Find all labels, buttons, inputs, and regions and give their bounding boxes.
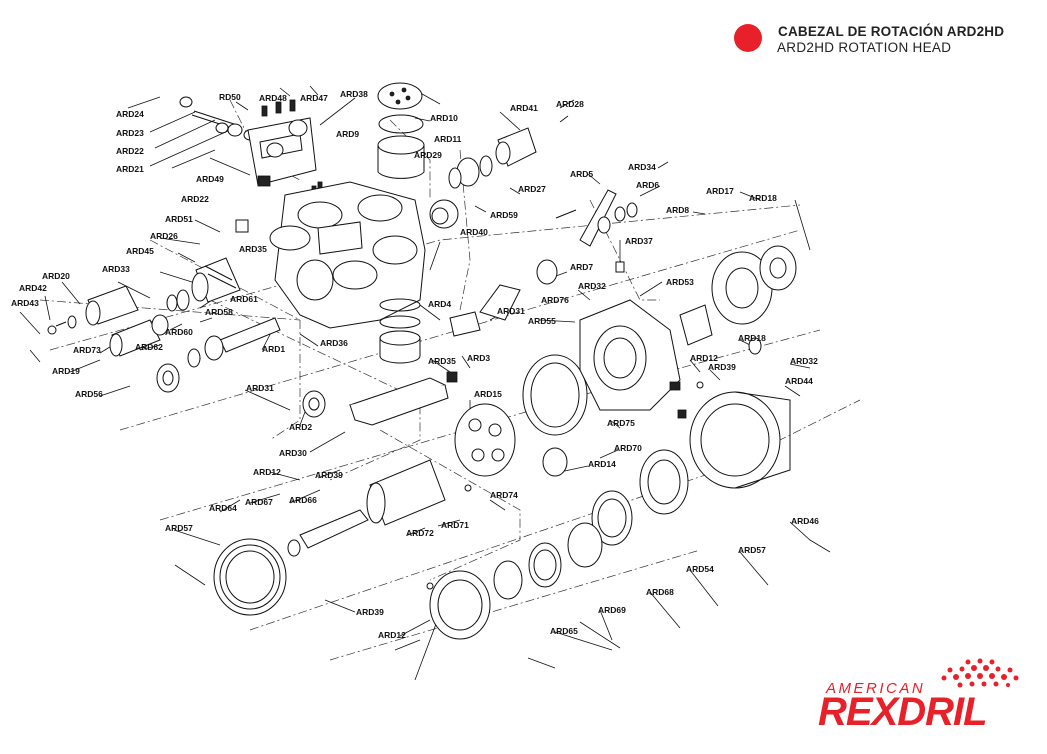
part-label: ARD1 bbox=[262, 344, 285, 354]
part-label: ARD20 bbox=[42, 271, 70, 281]
part-label: ARD35 bbox=[239, 244, 267, 254]
part-label: ARD17 bbox=[706, 186, 734, 196]
part-label: ARD34 bbox=[628, 162, 656, 172]
part-label: ARD39 bbox=[356, 607, 384, 617]
part-label: ARD9 bbox=[336, 129, 359, 139]
part-label: ARD76 bbox=[541, 295, 569, 305]
part-label: ARD5 bbox=[570, 169, 593, 179]
part-label: ARD35 bbox=[428, 356, 456, 366]
part-label: ARD8 bbox=[666, 205, 689, 215]
part-label: ARD19 bbox=[52, 366, 80, 376]
logo-rexdril-text: REXDRIL bbox=[818, 690, 988, 734]
part-label: ARD42 bbox=[19, 283, 47, 293]
part-label: ARD73 bbox=[73, 345, 101, 355]
part-label: ARD18 bbox=[738, 333, 766, 343]
part-label: ARD53 bbox=[666, 277, 694, 287]
part-label: ARD14 bbox=[588, 459, 616, 469]
part-label: ARD61 bbox=[230, 294, 258, 304]
logo-american-text: AMERICAN bbox=[826, 680, 926, 697]
part-label: ARD71 bbox=[441, 520, 469, 530]
part-label: ARD24 bbox=[116, 109, 144, 119]
part-label: ARD57 bbox=[738, 545, 766, 555]
part-label: ARD26 bbox=[150, 231, 178, 241]
part-label: ARD2 bbox=[289, 422, 312, 432]
part-label: ARD21 bbox=[116, 164, 144, 174]
part-label: ARD60 bbox=[165, 327, 193, 337]
part-label: ARD65 bbox=[550, 626, 578, 636]
part-label: ARD74 bbox=[490, 490, 518, 500]
part-label: ARD72 bbox=[406, 528, 434, 538]
logo-dots bbox=[941, 658, 1019, 688]
part-label: ARD7 bbox=[570, 262, 593, 272]
part-label: ARD27 bbox=[518, 184, 546, 194]
part-label: ARD30 bbox=[279, 448, 307, 458]
header-subtitle: ARD2HD ROTATION HEAD bbox=[777, 40, 952, 55]
part-label: ARD31 bbox=[497, 306, 525, 316]
header-red-dot bbox=[734, 24, 762, 52]
part-label: ARD57 bbox=[165, 523, 193, 533]
part-label: ARD56 bbox=[75, 389, 103, 399]
part-label: ARD55 bbox=[528, 316, 556, 326]
part-label: ARD70 bbox=[614, 443, 642, 453]
part-label: ARD22 bbox=[181, 194, 209, 204]
part-label: ARD23 bbox=[116, 128, 144, 138]
part-label: ARD69 bbox=[598, 605, 626, 615]
part-label: ARD12 bbox=[690, 353, 718, 363]
part-label: ARD15 bbox=[474, 389, 502, 399]
part-label: ARD10 bbox=[430, 113, 458, 123]
part-label: ARD12 bbox=[253, 467, 281, 477]
header-title: CABEZAL DE ROTACIÓN ARD2HD bbox=[778, 24, 1005, 39]
part-label: RD50 bbox=[219, 92, 241, 102]
part-label: ARD4 bbox=[428, 299, 451, 309]
part-label: ARD44 bbox=[785, 376, 813, 386]
part-label: ARD40 bbox=[460, 227, 488, 237]
part-label: ARD3 bbox=[467, 353, 490, 363]
part-label: ARD48 bbox=[259, 93, 287, 103]
part-label: ARD31 bbox=[246, 383, 274, 393]
part-label: ARD28 bbox=[556, 99, 584, 109]
part-label: ARD6 bbox=[636, 180, 659, 190]
part-label: ARD39 bbox=[315, 470, 343, 480]
part-label: ARD32 bbox=[578, 281, 606, 291]
part-sketches bbox=[47, 82, 797, 640]
part-label: ARD36 bbox=[320, 338, 348, 348]
part-label: ARD22 bbox=[116, 146, 144, 156]
part-label: ARD38 bbox=[340, 89, 368, 99]
part-label: ARD49 bbox=[196, 174, 224, 184]
part-label: ARD54 bbox=[686, 564, 714, 574]
part-label: ARD46 bbox=[791, 516, 819, 526]
part-label: ARD43 bbox=[11, 298, 39, 308]
part-label: ARD32 bbox=[790, 356, 818, 366]
part-label: ARD33 bbox=[102, 264, 130, 274]
part-label: ARD68 bbox=[646, 587, 674, 597]
part-label: ARD47 bbox=[300, 93, 328, 103]
part-labels: ARD24 ARD23 ARD22 ARD21 RD50 ARD48 ARD47… bbox=[11, 89, 819, 640]
part-label: ARD11 bbox=[434, 134, 462, 144]
part-label: ARD51 bbox=[165, 214, 193, 224]
part-label: ARD41 bbox=[510, 103, 538, 113]
part-label: ARD45 bbox=[126, 246, 154, 256]
part-label: ARD58 bbox=[205, 307, 233, 317]
part-label: ARD39 bbox=[708, 362, 736, 372]
part-label: ARD59 bbox=[490, 210, 518, 220]
part-label: ARD18 bbox=[749, 193, 777, 203]
part-label: ARD67 bbox=[245, 497, 273, 507]
part-label: ARD64 bbox=[209, 503, 237, 513]
part-label: ARD62 bbox=[135, 342, 163, 352]
part-label: ARD75 bbox=[607, 418, 635, 428]
part-label: ARD37 bbox=[625, 236, 653, 246]
part-label: ARD29 bbox=[414, 150, 442, 160]
part-label: ARD12 bbox=[378, 630, 406, 640]
part-label: ARD66 bbox=[289, 495, 317, 505]
